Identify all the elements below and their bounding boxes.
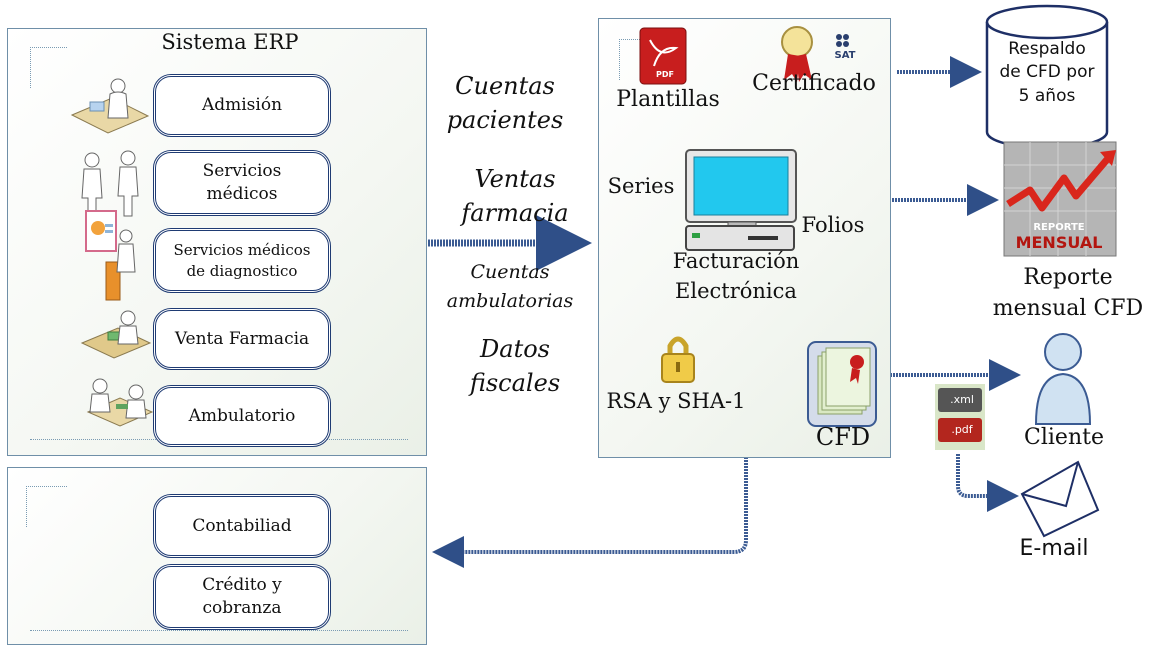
module-servicios-medicos[interactable]: Servicios médicos bbox=[153, 150, 331, 216]
label-facturacion-electronica: Facturación Electrónica bbox=[672, 249, 800, 304]
xml-file-badge: .xml bbox=[950, 393, 974, 406]
label-folios: Folios bbox=[801, 213, 865, 237]
arrow-to-backoffice bbox=[432, 457, 748, 568]
reporte-badge-line2: MENSUAL bbox=[1015, 233, 1103, 252]
module-servicios-medicos-label: Servicios médicos bbox=[202, 161, 282, 204]
module-admision-label: Admisión bbox=[201, 95, 283, 116]
flow-cuentas-pacientes: Cuentas pacientes bbox=[446, 72, 564, 134]
module-venta-farmacia-label: Venta Farmacia bbox=[174, 328, 310, 349]
label-cliente: Cliente bbox=[1024, 425, 1104, 450]
label-plantillas: Plantillas bbox=[616, 87, 720, 112]
module-ambulatorio[interactable]: Ambulatorio bbox=[153, 385, 331, 447]
pdf-badge: PDF bbox=[656, 70, 674, 79]
label-reporte-mensual: Reporte mensual CFD bbox=[992, 265, 1144, 321]
label-respaldo: Respaldo de CFD por 5 años bbox=[999, 39, 1095, 106]
flow-cuentas-ambulatorias: Cuentas ambulatorias bbox=[446, 261, 574, 313]
label-certificado: Certificado bbox=[752, 71, 876, 96]
label-rsa-sha1: RSA y SHA-1 bbox=[606, 389, 746, 413]
label-cfd: CFD bbox=[815, 423, 871, 451]
module-credito-cobranza[interactable]: Crédito y cobranza bbox=[153, 564, 331, 630]
label-series: Series bbox=[607, 174, 675, 198]
sat-badge: SAT bbox=[834, 50, 856, 61]
label-email: E-mail bbox=[1019, 536, 1089, 561]
module-credito-cobranza-label: Crédito y cobranza bbox=[202, 575, 282, 618]
module-venta-farmacia[interactable]: Venta Farmacia bbox=[153, 308, 331, 370]
module-ambulatorio-label: Ambulatorio bbox=[188, 405, 296, 426]
arrow-to-email bbox=[956, 454, 1019, 512]
module-admision[interactable]: Admisión bbox=[153, 74, 331, 137]
erp-title: Sistema ERP bbox=[161, 30, 299, 54]
module-servicios-diagnostico-label: Servicios médicos de diagnostico bbox=[173, 241, 311, 280]
flow-datos-fiscales: Datos fiscales bbox=[469, 335, 561, 397]
reporte-badge-line1: REPORTE bbox=[1033, 222, 1085, 233]
pdf-file-badge: .pdf bbox=[951, 423, 973, 436]
flow-ventas-farmacia: Ventas farmacia bbox=[461, 165, 569, 227]
module-servicios-diagnostico[interactable]: Servicios médicos de diagnostico bbox=[153, 228, 331, 293]
module-contabilidad[interactable]: Contabiliad bbox=[153, 494, 331, 558]
module-contabilidad-label: Contabiliad bbox=[192, 515, 292, 536]
